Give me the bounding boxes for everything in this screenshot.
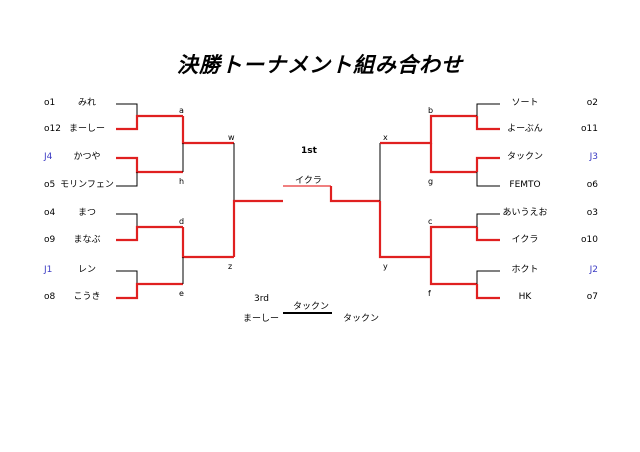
right-semifinal-lines bbox=[378, 143, 431, 259]
node-label: h bbox=[179, 177, 185, 186]
seed-label: o2 bbox=[586, 98, 598, 108]
node-label: w bbox=[228, 133, 235, 142]
seed-label: o3 bbox=[586, 208, 598, 218]
player-name: モリンフェン bbox=[60, 180, 114, 190]
line-mire bbox=[116, 103, 138, 116]
line-ren bbox=[116, 270, 138, 284]
line-b-win bbox=[380, 114, 477, 145]
line-katsuya-win bbox=[116, 156, 183, 174]
third-place-right-player: タックン bbox=[343, 314, 380, 324]
seed-label: o4 bbox=[44, 208, 56, 218]
line-final-win bbox=[329, 186, 380, 203]
line-sort bbox=[476, 103, 500, 116]
line-f-win bbox=[429, 257, 477, 286]
node-label: y bbox=[383, 262, 388, 271]
line-a-win bbox=[181, 116, 234, 145]
node-label: d bbox=[179, 217, 185, 226]
line-g-win bbox=[429, 143, 477, 174]
node-label: a bbox=[179, 106, 184, 115]
line-matsu bbox=[116, 213, 138, 227]
left-round1-lines bbox=[116, 103, 183, 300]
player-name: よーぶん bbox=[507, 124, 543, 134]
node-label: e bbox=[179, 289, 184, 298]
line-hk-win bbox=[475, 284, 500, 300]
player-name: イクラ bbox=[511, 235, 539, 245]
line-manabu-win bbox=[116, 225, 183, 242]
node-label: x bbox=[383, 133, 388, 142]
seed-label: J1 bbox=[44, 265, 53, 275]
player-name: まなぶ bbox=[73, 235, 101, 245]
line-yobun-win bbox=[475, 116, 500, 131]
line-mashi-win bbox=[116, 114, 183, 131]
line-z-win bbox=[232, 199, 283, 257]
third-place-left-player: まーしー bbox=[243, 314, 280, 324]
line-takkun-win bbox=[475, 156, 500, 172]
final-label: 1st bbox=[301, 146, 317, 156]
seed-label: o9 bbox=[44, 235, 56, 245]
player-name: ソート bbox=[511, 98, 539, 108]
line-c-win bbox=[429, 225, 477, 257]
left-round2-lines bbox=[181, 116, 234, 284]
seed-label: o6 bbox=[586, 180, 598, 190]
node-label: g bbox=[428, 177, 434, 186]
seed-label: J4 bbox=[44, 152, 53, 162]
player-name: ホクト bbox=[511, 265, 539, 275]
player-name: まーしー bbox=[68, 124, 105, 134]
right-round2-lines bbox=[380, 114, 477, 286]
line-y-win bbox=[378, 201, 431, 259]
player-name: HK bbox=[518, 292, 532, 302]
third-place-label: 3rd bbox=[254, 294, 269, 304]
node-label: b bbox=[428, 106, 434, 115]
right-round1-lines bbox=[475, 103, 500, 300]
line-kouki-win bbox=[116, 282, 183, 300]
final-winner: イクラ bbox=[295, 176, 322, 186]
seed-label: o11 bbox=[581, 124, 598, 134]
player-name: FEMTO bbox=[509, 180, 541, 190]
seed-label: o1 bbox=[44, 98, 56, 108]
player-name: レン bbox=[77, 265, 96, 275]
left-semifinal-lines bbox=[232, 143, 283, 257]
final-lines bbox=[283, 185, 380, 203]
line-hokuto bbox=[476, 270, 500, 284]
line-ikura-win bbox=[475, 227, 500, 242]
line-aiueo bbox=[476, 213, 500, 227]
seed-label: o12 bbox=[44, 124, 61, 134]
seed-label: J2 bbox=[589, 265, 598, 275]
line-morinfen bbox=[116, 172, 138, 187]
seed-label: o7 bbox=[586, 292, 598, 302]
player-name: あいうえお bbox=[502, 208, 548, 218]
player-name: みれ bbox=[77, 98, 96, 108]
player-name: まつ bbox=[77, 208, 96, 218]
seed-label: o5 bbox=[44, 180, 56, 190]
node-label: c bbox=[428, 217, 433, 226]
seed-label: o10 bbox=[581, 235, 598, 245]
player-name: タックン bbox=[506, 152, 543, 162]
third-place-winner: タックン bbox=[293, 302, 330, 312]
line-d-win bbox=[181, 227, 234, 259]
line-femto bbox=[476, 172, 500, 187]
seed-label: o8 bbox=[44, 292, 56, 302]
player-name: かつや bbox=[73, 152, 101, 162]
player-name: こうき bbox=[73, 292, 101, 302]
node-label: z bbox=[228, 262, 233, 271]
node-label: f bbox=[428, 289, 431, 298]
seed-label: J3 bbox=[589, 152, 598, 162]
page-title: 決勝トーナメント組み合わせ bbox=[177, 53, 463, 77]
